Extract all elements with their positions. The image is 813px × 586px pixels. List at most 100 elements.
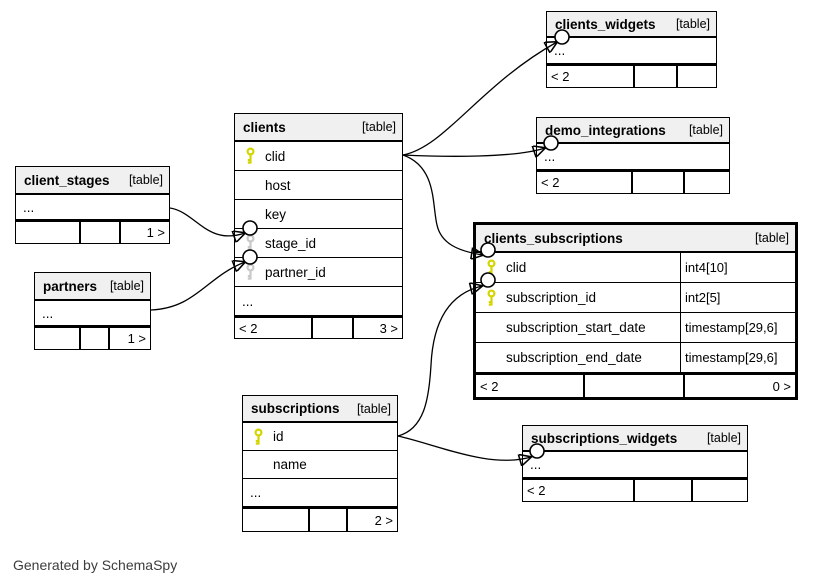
column-name: id [273, 429, 284, 444]
table-footer: 1 > [35, 326, 150, 349]
table-header: subscriptions[table] [243, 396, 397, 423]
connector-partners-to-clients-partner-id [150, 262, 245, 311]
column-name: ... [242, 293, 254, 309]
connector-subscriptions-to-clients-subscriptions-subscription-id [397, 286, 482, 437]
table-title: demo_integrations [545, 122, 666, 138]
columns-ellipsis-row: ... [16, 195, 169, 220]
column-type: timestamp[29,6] [680, 343, 795, 372]
table-title: partners [43, 278, 98, 294]
table-title: clients_subscriptions [484, 230, 623, 246]
columns-ellipsis-row: ... [243, 479, 397, 507]
column-name: subscription_start_date [506, 320, 646, 335]
column-type: int2[5] [680, 283, 795, 312]
column-row-host: host [235, 171, 402, 200]
footer-right-count: 3 > [352, 318, 402, 338]
foreign-key-icon [245, 234, 256, 252]
footer-middle-cell [311, 318, 352, 338]
column-name: ... [554, 43, 566, 58]
column-name: subscription_id [506, 290, 597, 305]
table-badge: [table] [128, 173, 163, 187]
connector-clients-to-demo-integrations [402, 148, 545, 156]
column-name: ... [530, 457, 542, 472]
column-name: stage_id [265, 235, 317, 251]
footer-right-count [691, 480, 747, 501]
connector-clients-to-clients-widgets [402, 42, 557, 156]
table-header: clients_widgets[table] [547, 12, 716, 38]
footer-left-count [16, 222, 79, 243]
table-badge: [table] [675, 17, 710, 31]
footer-right-count: 1 > [119, 222, 169, 243]
column-row-subscription_end_date: subscription_end_date timestamp[29,6] [476, 343, 795, 373]
table-footer: < 2 [523, 478, 747, 501]
table-footer: < 2 [537, 170, 729, 193]
table-demo-integrations[interactable]: demo_integrations[table]... < 2 [536, 117, 730, 194]
table-header: clients [table] [235, 114, 402, 142]
footer-middle-cell [633, 480, 691, 501]
footer-left-count [35, 328, 79, 349]
footer-left-count: < 2 [527, 483, 546, 498]
foreign-key-icon [245, 263, 256, 281]
columns-ellipsis-row: ... [235, 287, 402, 316]
connector-clients-to-clients-subscriptions-clid [402, 154, 483, 255]
table-title: clients [243, 119, 286, 135]
table-footer: < 2 [547, 64, 716, 87]
footer-right-count: 1 > [108, 328, 150, 349]
table-badge: [table] [706, 431, 741, 445]
table-header: clients_subscriptions [table] [476, 225, 795, 253]
table-partners[interactable]: partners[table]... 1 > [34, 272, 151, 350]
column-name: subscription_end_date [506, 350, 642, 365]
table-header: demo_integrations[table] [537, 118, 729, 144]
column-name: ... [42, 305, 54, 321]
table-header: partners[table] [35, 273, 150, 301]
table-subscriptions-widgets[interactable]: subscriptions_widgets [table]... < 2 [522, 425, 748, 502]
column-name: clid [506, 260, 527, 275]
primary-key-icon [245, 147, 256, 165]
table-header: subscriptions_widgets [table] [523, 426, 747, 452]
table-footer: 2 > [243, 507, 397, 531]
column-name: ... [23, 199, 35, 215]
table-badge: [table] [361, 120, 396, 134]
primary-key-icon [486, 288, 497, 306]
column-row-subscription_start_date: subscription_start_date timestamp[29,6] [476, 313, 795, 343]
column-row-stage_id: stage_id [235, 229, 402, 258]
columns-ellipsis-row: ... [537, 144, 729, 170]
column-row-key: key [235, 200, 402, 229]
column-name: partner_id [265, 264, 326, 280]
footer-middle-cell [79, 328, 108, 349]
columns-ellipsis-row: ... [35, 301, 150, 326]
table-clients-widgets[interactable]: clients_widgets[table]... < 2 [546, 11, 717, 88]
primary-key-icon [253, 427, 264, 445]
table-footer: < 2 3 > [235, 316, 402, 338]
column-name: ... [544, 149, 556, 164]
column-name: ... [250, 485, 262, 500]
footer-left-count: < 2 [480, 378, 499, 394]
table-subscriptions[interactable]: subscriptions[table] id name... 2 > [242, 395, 398, 532]
column-type: timestamp[29,6] [680, 313, 795, 342]
footer-right-count: 2 > [346, 509, 397, 531]
table-title: subscriptions_widgets [531, 430, 678, 446]
table-clients-subscriptions[interactable]: clients_subscriptions [table] clid int4[10]… [473, 222, 798, 400]
columns-ellipsis-row: ... [523, 452, 747, 478]
column-name: host [265, 177, 291, 193]
table-client-stages[interactable]: client_stages[table]... 1 > [15, 166, 170, 244]
footer-left-count: < 2 [239, 320, 258, 336]
column-row-name: name [243, 451, 397, 479]
column-type: int4[10] [680, 253, 795, 282]
footer-left-count: < 2 [541, 175, 560, 190]
column-row-clid: clid int4[10] [476, 253, 795, 283]
column-name: key [265, 206, 287, 222]
footer-middle-cell [631, 172, 683, 193]
table-badge: [table] [356, 401, 391, 416]
table-header: client_stages[table] [16, 167, 169, 195]
table-badge: [table] [754, 231, 789, 245]
column-row-clid: clid [235, 142, 402, 171]
footer-middle-cell [308, 509, 346, 531]
footer-left-count: < 2 [551, 69, 570, 84]
footer-left-count [243, 509, 308, 531]
footer-right-count [683, 172, 729, 193]
generator-note: Generated by SchemaSpy [13, 557, 178, 573]
primary-key-icon [486, 258, 497, 276]
